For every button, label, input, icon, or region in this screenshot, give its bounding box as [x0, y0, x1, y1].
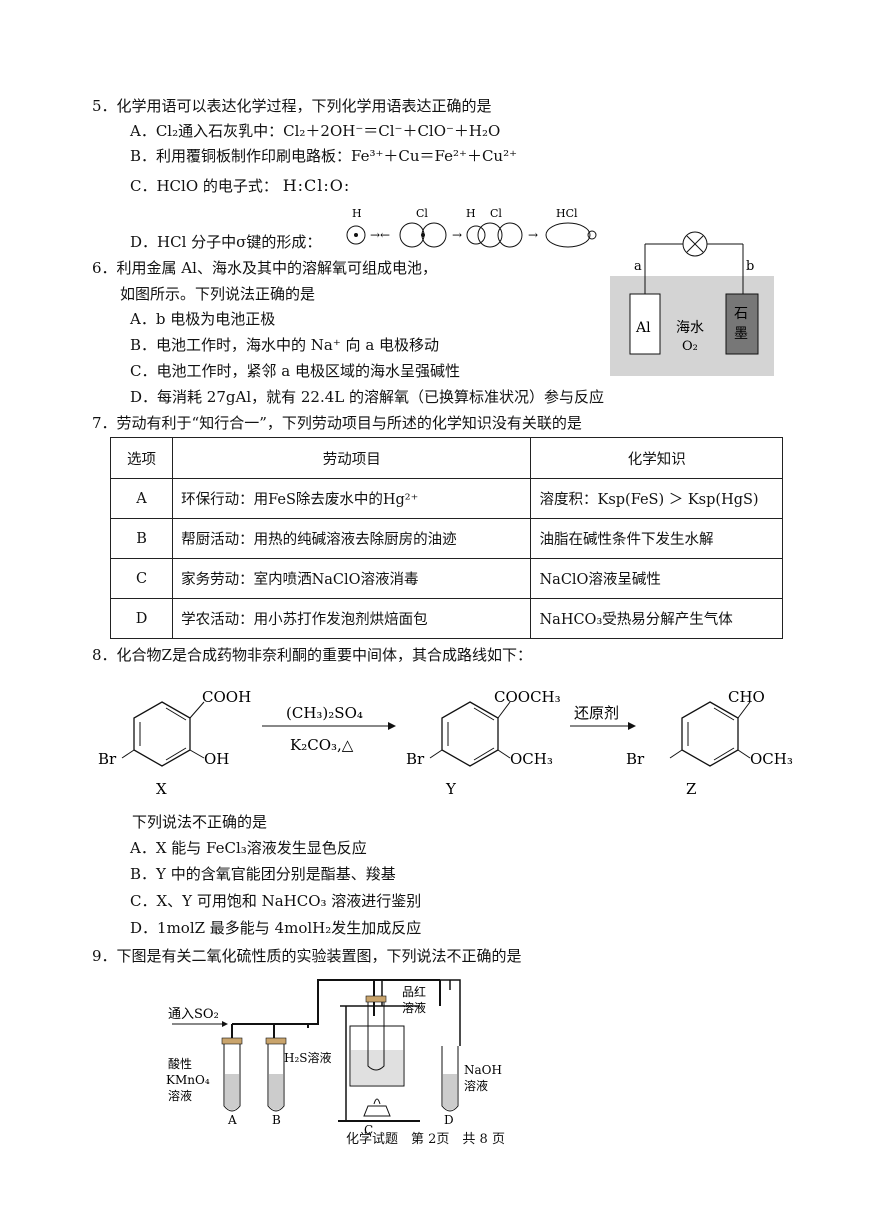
- orb-label-hcl: HCl: [556, 207, 578, 220]
- q5-option-c-label: C．HClO 的电子式：: [130, 177, 278, 195]
- row-b-knowledge: 油脂在碱性条件下发生水解: [530, 518, 783, 559]
- row-c-labor: 家务劳动：室内喷洒NaClO溶液消毒: [172, 558, 532, 599]
- label-y: Y: [445, 780, 457, 798]
- svg-text:溶液: 溶液: [402, 1000, 426, 1015]
- table-row: A 环保行动：用FeS除去废水中的Hg²⁺ 溶度积：Ksp(FeS) ＞ Ksp…: [109, 478, 783, 519]
- hclo-electron-formula: H:Cl:O:: [282, 176, 351, 195]
- svg-text:Al: Al: [635, 320, 651, 336]
- row-c-knowledge: NaClO溶液呈碱性: [530, 558, 783, 599]
- row-d-option: D: [109, 598, 174, 639]
- svg-text:→←: →←: [370, 228, 390, 242]
- svg-text:A: A: [227, 1113, 237, 1127]
- table-row: D 学农活动：用小苏打作发泡剂烘焙面包 NaHCO₃受热易分解产生气体: [109, 598, 783, 639]
- svg-text:K₂CO₃,△: K₂CO₃,△: [290, 736, 354, 754]
- q5-stem: 5．化学用语可以表达化学过程，下列化学用语表达正确的是: [92, 97, 492, 115]
- header-labor: 劳动项目: [172, 437, 532, 479]
- q9-stem: 9．下图是有关二氧化硫性质的实验装置图，下列说法不正确的是: [92, 947, 522, 965]
- svg-text:Br: Br: [98, 750, 117, 768]
- so2-apparatus: 通入SO₂ 酸性 KMnO₄ 溶液 H₂S溶液 品红 溶液 NaOH 溶液 A …: [166, 979, 502, 1136]
- graphite-electrode: [725, 293, 759, 355]
- svg-text:OCH₃: OCH₃: [750, 750, 793, 768]
- svg-text:O₂: O₂: [682, 339, 698, 354]
- svg-text:墨: 墨: [734, 326, 748, 342]
- q6-stem-line2: 如图所示。下列说法正确的是: [120, 285, 316, 303]
- al-electrode: [629, 293, 661, 355]
- q6-option-b: B．电池工作时，海水中的 Na⁺ 向 a 电极移动: [130, 336, 440, 354]
- svg-text:(CH₃)₂SO₄: (CH₃)₂SO₄: [286, 704, 363, 722]
- row-a-knowledge: 溶度积：Ksp(FeS) ＞ Ksp(HgS): [530, 478, 783, 519]
- svg-text:品红: 品红: [402, 984, 426, 999]
- header-knowledge: 化学知识: [530, 437, 783, 479]
- row-c-option: C: [109, 558, 174, 599]
- q6-stem-line1: 6．利用金属 Al、海水及其中的溶解氧可组成电池，: [92, 259, 437, 277]
- label-z: Z: [686, 780, 696, 798]
- row-d-knowledge: NaHCO₃受热易分解产生气体: [530, 598, 783, 639]
- compound-z: CHO OCH₃ Br: [626, 688, 793, 768]
- compound-x: COOH OH Br: [98, 688, 251, 768]
- q8-stem: 8．化合物Z是合成药物非奈利酮的重要中间体，其合成路线如下：: [92, 646, 532, 664]
- row-b-labor: 帮厨活动：用热的纯碱溶液去除厨房的油迹: [172, 518, 532, 559]
- row-d-labor: 学农活动：用小苏打作发泡剂烘焙面包: [172, 598, 532, 639]
- synthesis-scheme: COOH OH Br (CH₃)₂SO₄ K₂CO₃,△ COOCH₃ OCH₃…: [98, 688, 793, 798]
- svg-text:C: C: [364, 1123, 373, 1136]
- svg-text:OCH₃: OCH₃: [510, 750, 553, 768]
- svg-text:还原剂: 还原剂: [574, 704, 619, 722]
- svg-text:→: →: [528, 228, 538, 242]
- table-header-row: 选项 劳动项目 化学知识: [109, 437, 783, 479]
- header-option: 选项: [109, 437, 174, 479]
- q6-option-c: C．电池工作时，紧邻 a 电极区域的海水呈强碱性: [130, 362, 460, 380]
- q8-option-a: A．X 能与 FeCl₃溶液发生显色反应: [130, 839, 367, 857]
- row-b-option: B: [109, 518, 174, 559]
- page-footer: 化学试题 第 2页 共 8 页: [346, 1132, 505, 1147]
- svg-text:CHO: CHO: [728, 688, 765, 706]
- sigma-bond-diagram: H →← Cl → H Cl → HCl: [346, 207, 597, 248]
- svg-text:B: B: [272, 1113, 281, 1127]
- table-row: C 家务劳动：室内喷洒NaClO溶液消毒 NaClO溶液呈碱性: [109, 558, 783, 599]
- q5-option-d-label: D．HCl 分子中σ键的形成：: [130, 233, 322, 251]
- orb-label-cl1: Cl: [416, 207, 428, 220]
- orb-label-h2: H: [466, 207, 476, 220]
- q5-option-c: C．HClO 的电子式： H:Cl:O:: [130, 176, 350, 196]
- svg-text:海水: 海水: [676, 320, 704, 336]
- svg-text:H₂S溶液: H₂S溶液: [284, 1050, 332, 1065]
- q8-substem: 下列说法不正确的是: [132, 813, 268, 831]
- q6-option-a: A．b 电极为电池正极: [130, 310, 276, 328]
- compound-y: COOCH₃ OCH₃ Br: [406, 688, 561, 768]
- orb-label-h1: H: [352, 207, 362, 220]
- q5-option-a: A．Cl₂通入石灰乳中：Cl₂＋2OH⁻＝Cl⁻＋ClO⁻＋H₂O: [130, 122, 501, 140]
- svg-text:溶液: 溶液: [464, 1078, 488, 1093]
- svg-text:通入SO₂: 通入SO₂: [168, 1007, 219, 1022]
- svg-text:COOCH₃: COOCH₃: [494, 688, 561, 706]
- svg-text:COOH: COOH: [202, 688, 251, 706]
- battery-figure: a b Al 海水 O₂ 石 墨: [610, 231, 774, 376]
- svg-text:a: a: [634, 259, 642, 274]
- svg-text:Br: Br: [626, 750, 645, 768]
- svg-text:b: b: [746, 259, 754, 274]
- row-a-labor: 环保行动：用FeS除去废水中的Hg²⁺: [172, 478, 532, 519]
- svg-text:石: 石: [734, 306, 748, 322]
- row-a-option: A: [109, 478, 174, 519]
- q8-option-b: B．Y 中的含氧官能团分别是酯基、羧基: [130, 865, 396, 883]
- q7-table: 选项 劳动项目 化学知识 A 环保行动：用FeS除去废水中的Hg²⁺ 溶度积：K…: [109, 437, 783, 639]
- q8-option-c: C．X、Y 可用饱和 NaHCO₃ 溶液进行鉴别: [130, 892, 422, 910]
- svg-text:溶液: 溶液: [168, 1088, 192, 1103]
- table-row: B 帮厨活动：用热的纯碱溶液去除厨房的油迹 油脂在碱性条件下发生水解: [109, 518, 783, 559]
- q5-option-b: B．利用覆铜板制作印刷电路板：Fe³⁺＋Cu＝Fe²⁺＋Cu²⁺: [130, 147, 518, 165]
- svg-text:D: D: [444, 1113, 454, 1127]
- q7-stem: 7．劳动有利于“知行合一”，下列劳动项目与所述的化学知识没有关联的是: [92, 414, 582, 432]
- svg-text:→: →: [452, 228, 462, 242]
- orb-label-cl2: Cl: [490, 207, 502, 220]
- q8-option-d: D．1molZ 最多能与 4molH₂发生加成反应: [130, 919, 422, 937]
- q6-option-d: D．每消耗 27gAl，就有 22.4L 的溶解氧（已换算标准状况）参与反应: [130, 388, 605, 406]
- svg-text:酸性: 酸性: [168, 1056, 192, 1071]
- svg-text:NaOH: NaOH: [464, 1063, 502, 1077]
- svg-text:OH: OH: [204, 750, 229, 768]
- svg-text:Br: Br: [406, 750, 425, 768]
- label-x: X: [156, 780, 167, 798]
- svg-text:KMnO₄: KMnO₄: [166, 1073, 210, 1087]
